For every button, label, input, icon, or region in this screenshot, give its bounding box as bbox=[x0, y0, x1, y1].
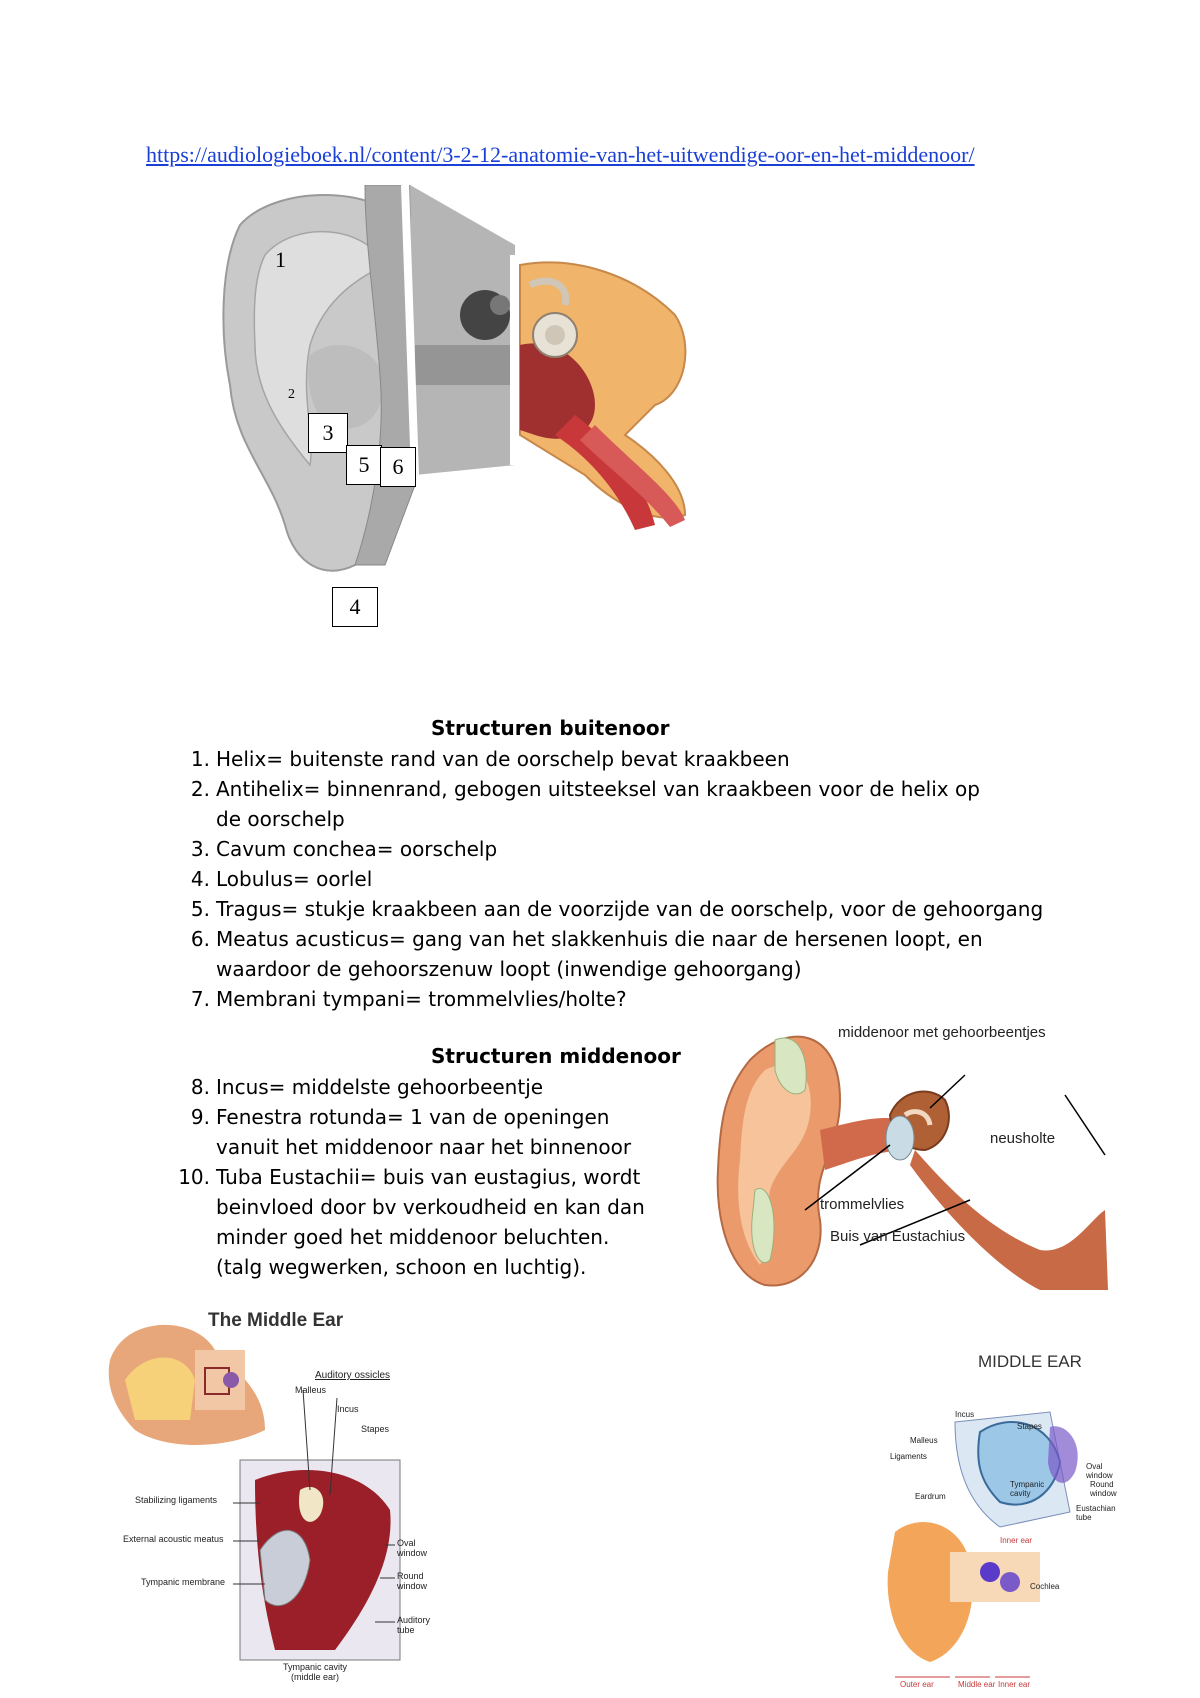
outer-ear-list: 1.Helix= buitenste rand van de oorschelp… bbox=[190, 744, 1076, 1014]
label-outer-ear-bottom: Outer ear bbox=[900, 1680, 934, 1689]
label-incus: Incus bbox=[955, 1410, 975, 1419]
label-malleus: Malleus bbox=[910, 1436, 938, 1445]
label-stapes: Stapes bbox=[1017, 1422, 1042, 1431]
label-middenoor: middenoor met gehoorbeentjes bbox=[838, 1024, 1046, 1041]
middle-ear-illustration bbox=[108, 1324, 401, 1661]
eustachian-tube-illustration bbox=[716, 1035, 1108, 1290]
list-item: 8.Incus= middelste gehoorbeentje bbox=[190, 1075, 544, 1099]
list-item: 9.Fenestra rotunda= 1 van de openingen v… bbox=[190, 1105, 632, 1159]
middle-ear-small-illustration bbox=[887, 1411, 1078, 1678]
list-item: 1.Helix= buitenste rand van de oorschelp… bbox=[190, 747, 790, 771]
label-eardrum: Eardrum bbox=[915, 1492, 946, 1501]
label-inner-ear: Inner ear bbox=[1000, 1536, 1033, 1545]
label-inner-ear-bottom: Inner ear bbox=[998, 1680, 1031, 1689]
label-tympanic-membrane: Tympanic membrane bbox=[141, 1577, 226, 1587]
label-stabilizing-ligaments: Stabilizing ligaments bbox=[135, 1495, 218, 1505]
label-round-window: Round window bbox=[397, 1571, 428, 1591]
heading-outer-ear: Structuren buitenoor bbox=[431, 716, 670, 740]
list-item: 7.Membrani tympani= trommelvlies/holte? bbox=[190, 987, 627, 1011]
label-incus: Incus bbox=[337, 1404, 359, 1414]
label-eustachian-tube: Eustachian tube bbox=[1076, 1504, 1116, 1522]
ear-cross-section-illustration bbox=[222, 184, 687, 572]
label-box-3: 3 bbox=[308, 413, 348, 453]
label-stapes: Stapes bbox=[361, 1424, 390, 1434]
figure-title: The Middle Ear bbox=[208, 1310, 344, 1331]
label-malleus: Malleus bbox=[295, 1385, 327, 1395]
label-buis-eustachius: Buis van Eustachius bbox=[830, 1228, 966, 1245]
list-item: 5.Tragus= stukje kraakbeen aan de voorzi… bbox=[190, 897, 1044, 921]
list-item: 2.Antihelix= binnenrand, gebogen uitstee… bbox=[190, 777, 980, 831]
label-ligaments: Ligaments bbox=[890, 1452, 927, 1461]
label-round-window: Round window bbox=[1090, 1480, 1117, 1498]
label-oval-window: Oval window bbox=[1086, 1462, 1113, 1480]
label-cochlea: Cochlea bbox=[1030, 1582, 1060, 1591]
heading-middle-ear: Structuren middenoor bbox=[431, 1044, 681, 1068]
list-item: 3.Cavum conchea= oorschelp bbox=[190, 837, 498, 861]
label-tympanic-cavity: Tympanic cavity bbox=[1010, 1480, 1045, 1498]
label-1: 1 bbox=[275, 247, 286, 272]
figure-title: MIDDLE EAR bbox=[978, 1352, 1082, 1371]
label-neusholte: neusholte bbox=[990, 1130, 1056, 1147]
eustachian-tube-figure: middenoor met gehoorbeentjes neusholte t… bbox=[710, 1020, 1110, 1300]
label-auditory-tube: Auditory tube bbox=[397, 1615, 431, 1635]
label-2: 2 bbox=[288, 387, 295, 402]
label-box-5: 5 bbox=[346, 445, 382, 485]
label-box-4: 4 bbox=[332, 587, 378, 627]
label-oval-window: Oval window bbox=[397, 1538, 428, 1558]
label-external-acoustic-meatus: External acoustic meatus bbox=[123, 1534, 224, 1544]
label-trommelvlies: trommelvlies bbox=[820, 1196, 905, 1213]
source-link[interactable]: https://audiologieboek.nl/content/3-2-12… bbox=[146, 142, 975, 167]
list-item: 6.Meatus acusticus= gang van het slakken… bbox=[190, 927, 983, 981]
middle-ear-list: 8.Incus= middelste gehoorbeentje 9.Fenes… bbox=[178, 1072, 676, 1282]
the-middle-ear-figure: The Middle Ear Auditory ossicles Malleus… bbox=[105, 1310, 485, 1690]
list-item: 4.Lobulus= oorlel bbox=[190, 867, 373, 891]
list-item: 10.Tuba Eustachii= buis van eustagius, w… bbox=[178, 1165, 645, 1279]
label-tympanic-cavity: Tympanic cavity (middle ear) bbox=[282, 1662, 348, 1682]
label-auditory-ossicles: Auditory ossicles bbox=[315, 1370, 391, 1381]
middle-ear-figure-small: MIDDLE EAR Incus Stapes Malleus Ligament… bbox=[880, 1352, 1180, 1689]
label-middle-ear-bottom: Middle ear bbox=[958, 1680, 996, 1689]
ear-cross-section-figure: 1 2 3 5 6 4 bbox=[215, 184, 755, 627]
label-box-6: 6 bbox=[380, 447, 416, 487]
